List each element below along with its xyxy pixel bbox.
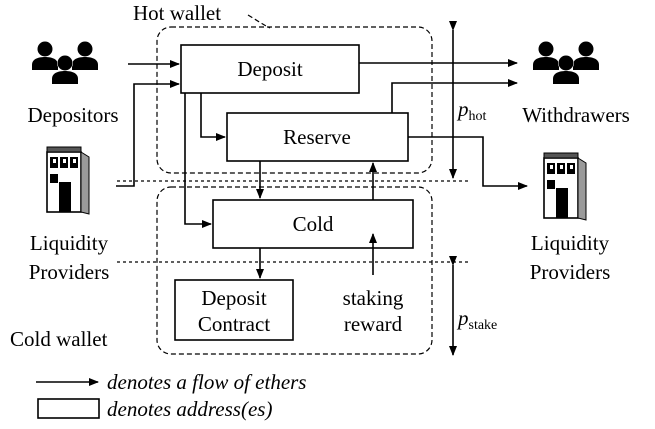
deposit-to-cold-arrow bbox=[184, 93, 212, 228]
left-provider-building-icon bbox=[46, 146, 90, 215]
depositors-people-group-icon bbox=[32, 42, 98, 86]
left-providers-label: Providers bbox=[29, 260, 110, 284]
p-hot-label: phot bbox=[456, 97, 487, 124]
staking-label-line2: reward bbox=[344, 312, 403, 336]
legend-flow-text: denotes a flow of ethers bbox=[107, 370, 306, 394]
withdrawers-label: Withdrawers bbox=[522, 103, 630, 127]
p-stake-label: pstake bbox=[456, 306, 497, 333]
reserve-box-label: Reserve bbox=[283, 125, 351, 149]
reserve-to-providers-arrow bbox=[408, 136, 528, 190]
hot-wallet-region bbox=[156, 26, 433, 174]
cold-box bbox=[212, 199, 414, 249]
depositors-label: Depositors bbox=[28, 103, 119, 127]
legend-address-text: denotes address(es) bbox=[107, 397, 272, 421]
reserve-to-withdrawers-arrow bbox=[391, 79, 518, 113]
deposit-contract-label-line2: Contract bbox=[198, 312, 270, 336]
right-provider-building-icon bbox=[543, 152, 587, 221]
legend-address-box bbox=[37, 398, 100, 419]
staking-label-line1: staking bbox=[343, 286, 404, 310]
right-liquidity-label: Liquidity bbox=[531, 231, 610, 255]
withdrawers-people-group-icon bbox=[533, 42, 599, 86]
providers-to-deposit-arrow bbox=[116, 80, 180, 187]
deposit-contract-box bbox=[174, 279, 294, 341]
cold-wallet-label: Cold wallet bbox=[10, 327, 108, 351]
hot-wallet-leader bbox=[247, 14, 271, 29]
deposit-contract-label-line1: Deposit bbox=[201, 286, 266, 310]
deposit-box bbox=[180, 44, 360, 94]
left-liquidity-label: Liquidity bbox=[30, 231, 109, 255]
cold-wallet-region bbox=[156, 186, 433, 355]
deposit-box-label: Deposit bbox=[237, 57, 302, 81]
right-providers-label: Providers bbox=[530, 260, 611, 284]
hot-wallet-label: Hot wallet bbox=[133, 1, 221, 25]
cold-box-label: Cold bbox=[293, 212, 334, 236]
deposit-to-reserve-arrow bbox=[200, 93, 226, 141]
